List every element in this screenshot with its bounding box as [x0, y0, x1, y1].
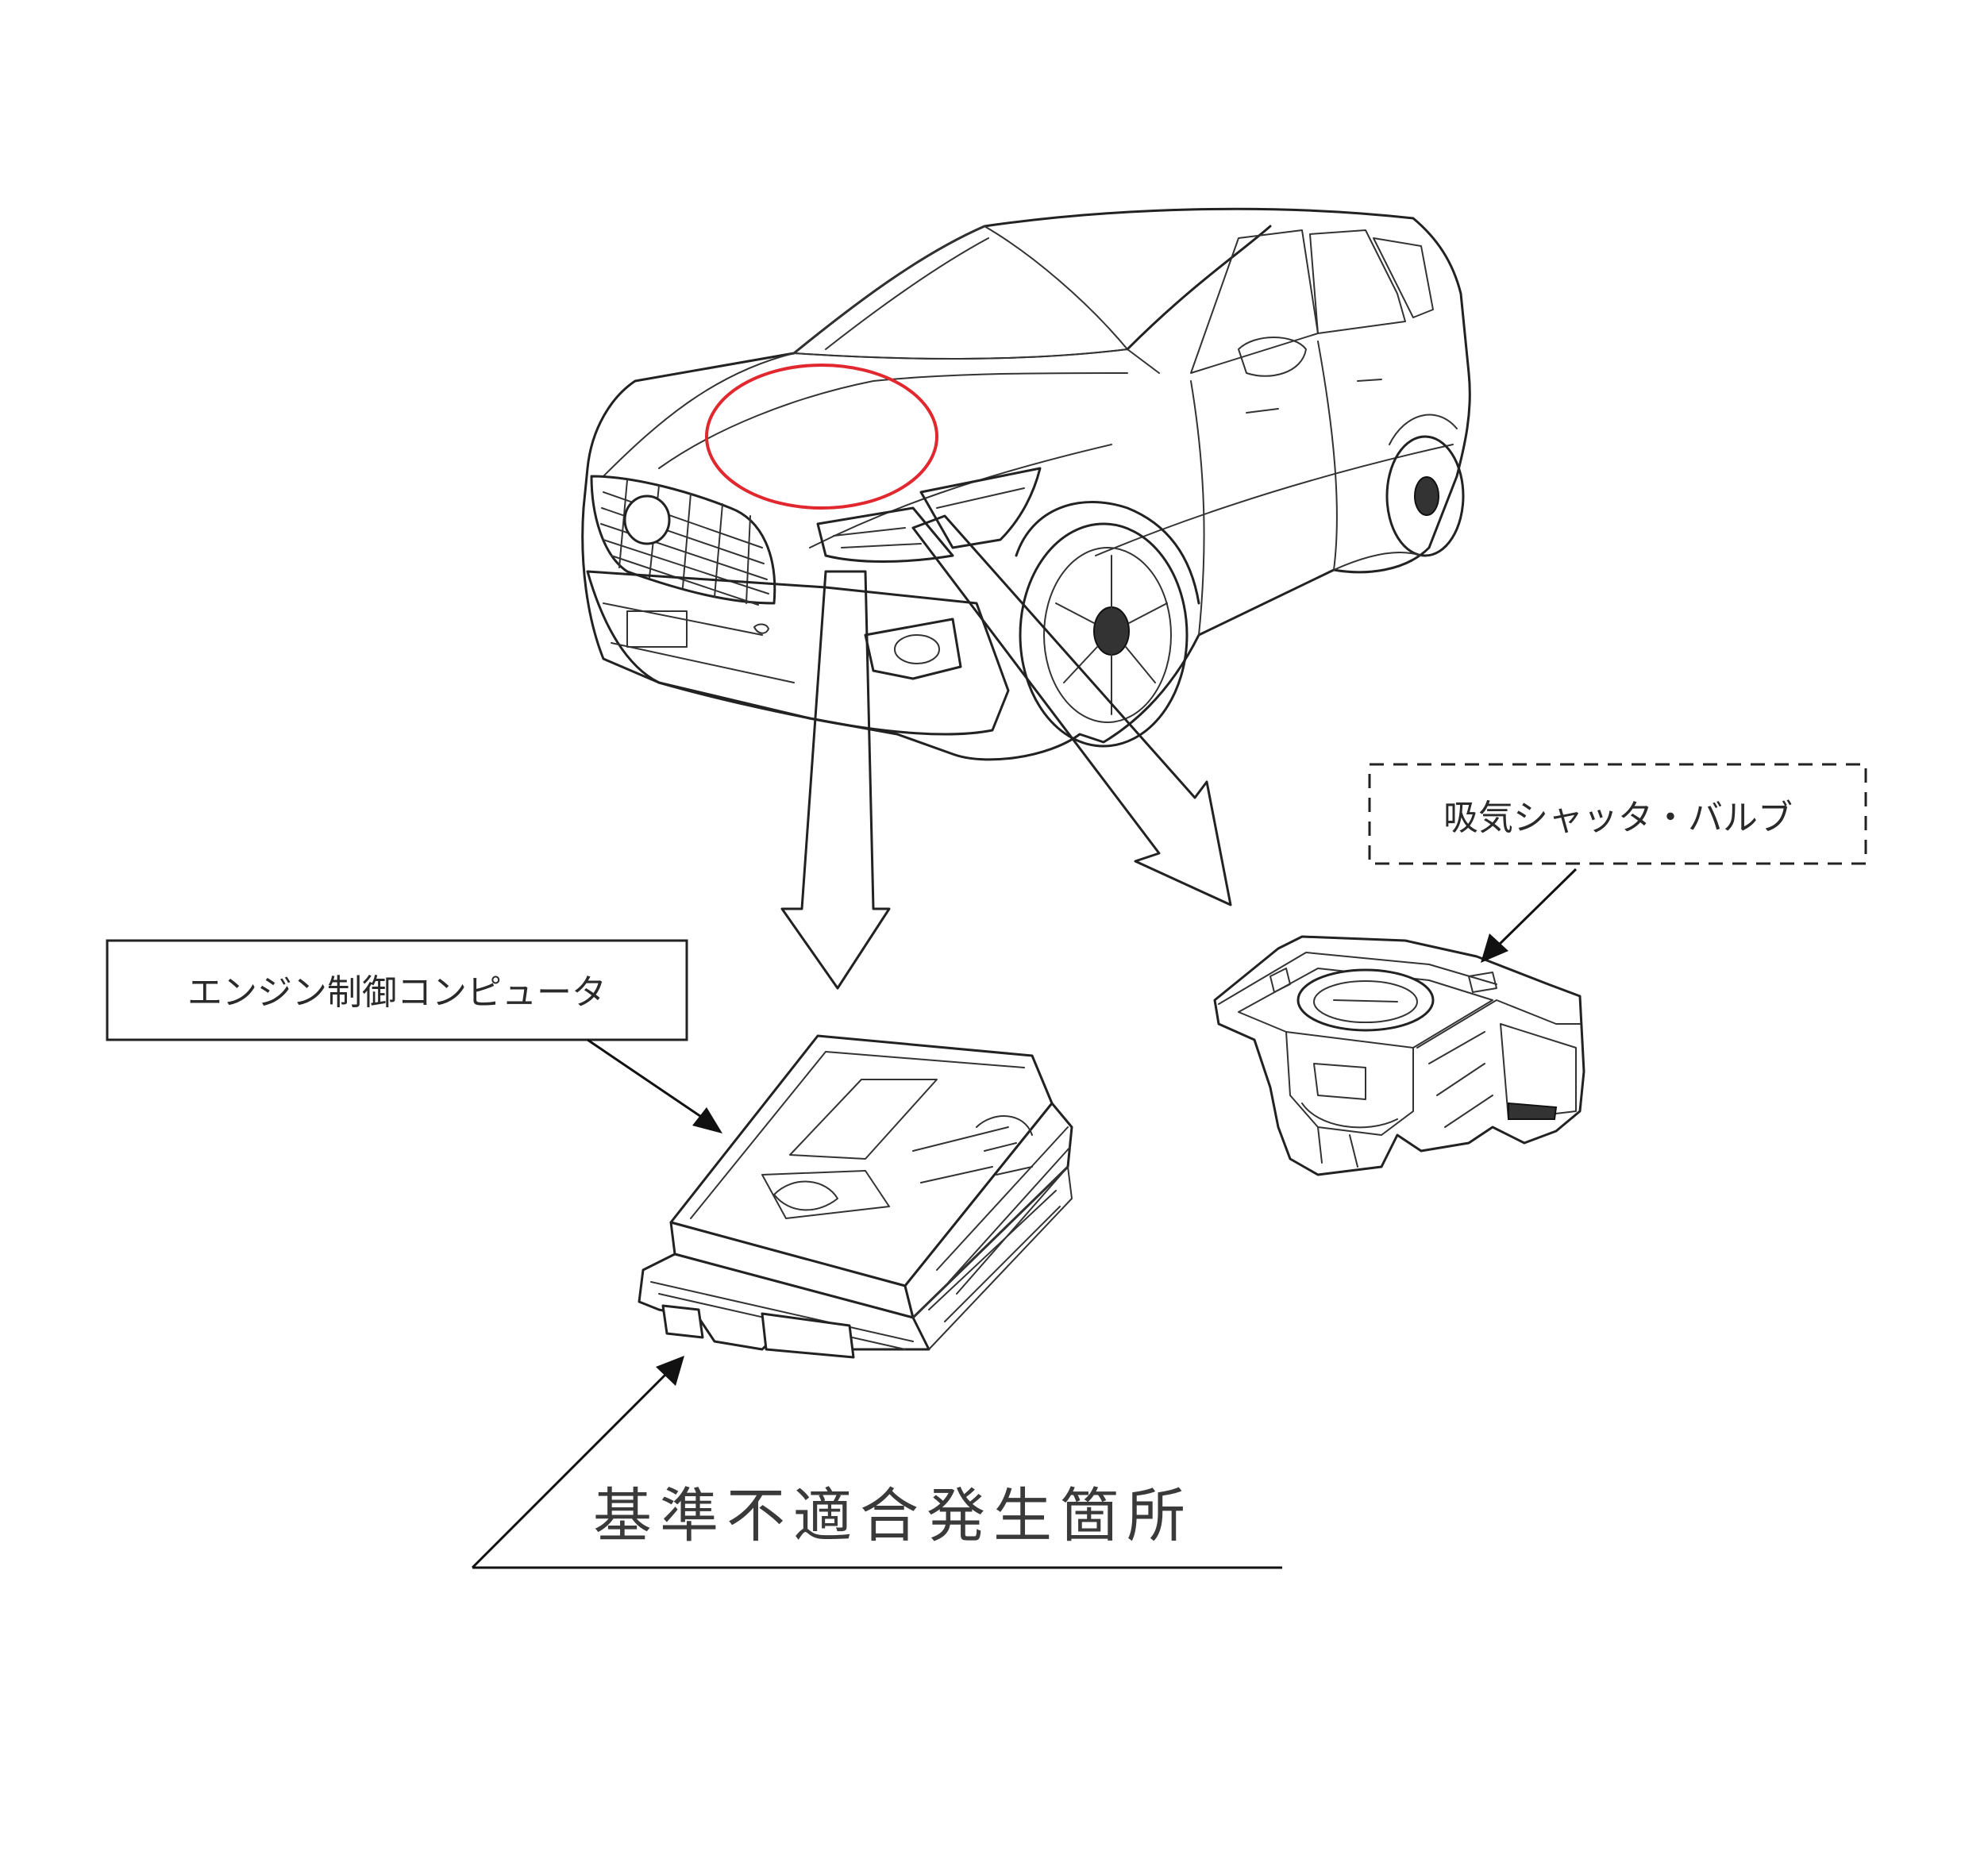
nonconformity-pointer-arrow [471, 1356, 684, 1569]
ecu-pointer-arrow [587, 1038, 722, 1133]
engine-control-computer-illustration [638, 1034, 1073, 1359]
intake-shutter-valve-illustration [1213, 935, 1585, 1176]
arrow-to-valve [911, 514, 1232, 906]
valve-pointer-arrow [1481, 868, 1578, 963]
ecu-label-box [106, 939, 688, 1041]
arrow-to-ecu [780, 570, 891, 990]
nonconformity-label: 基準不適合発生箇所 [593, 1482, 1193, 1550]
ecu-label: エンジン制御コンピュータ [187, 972, 607, 1013]
highlight-circle [705, 364, 938, 510]
car-illustration [581, 207, 1471, 761]
valve-label: 吸気シャッタ・バルブ [1443, 798, 1793, 838]
valve-label-box [1368, 763, 1867, 865]
